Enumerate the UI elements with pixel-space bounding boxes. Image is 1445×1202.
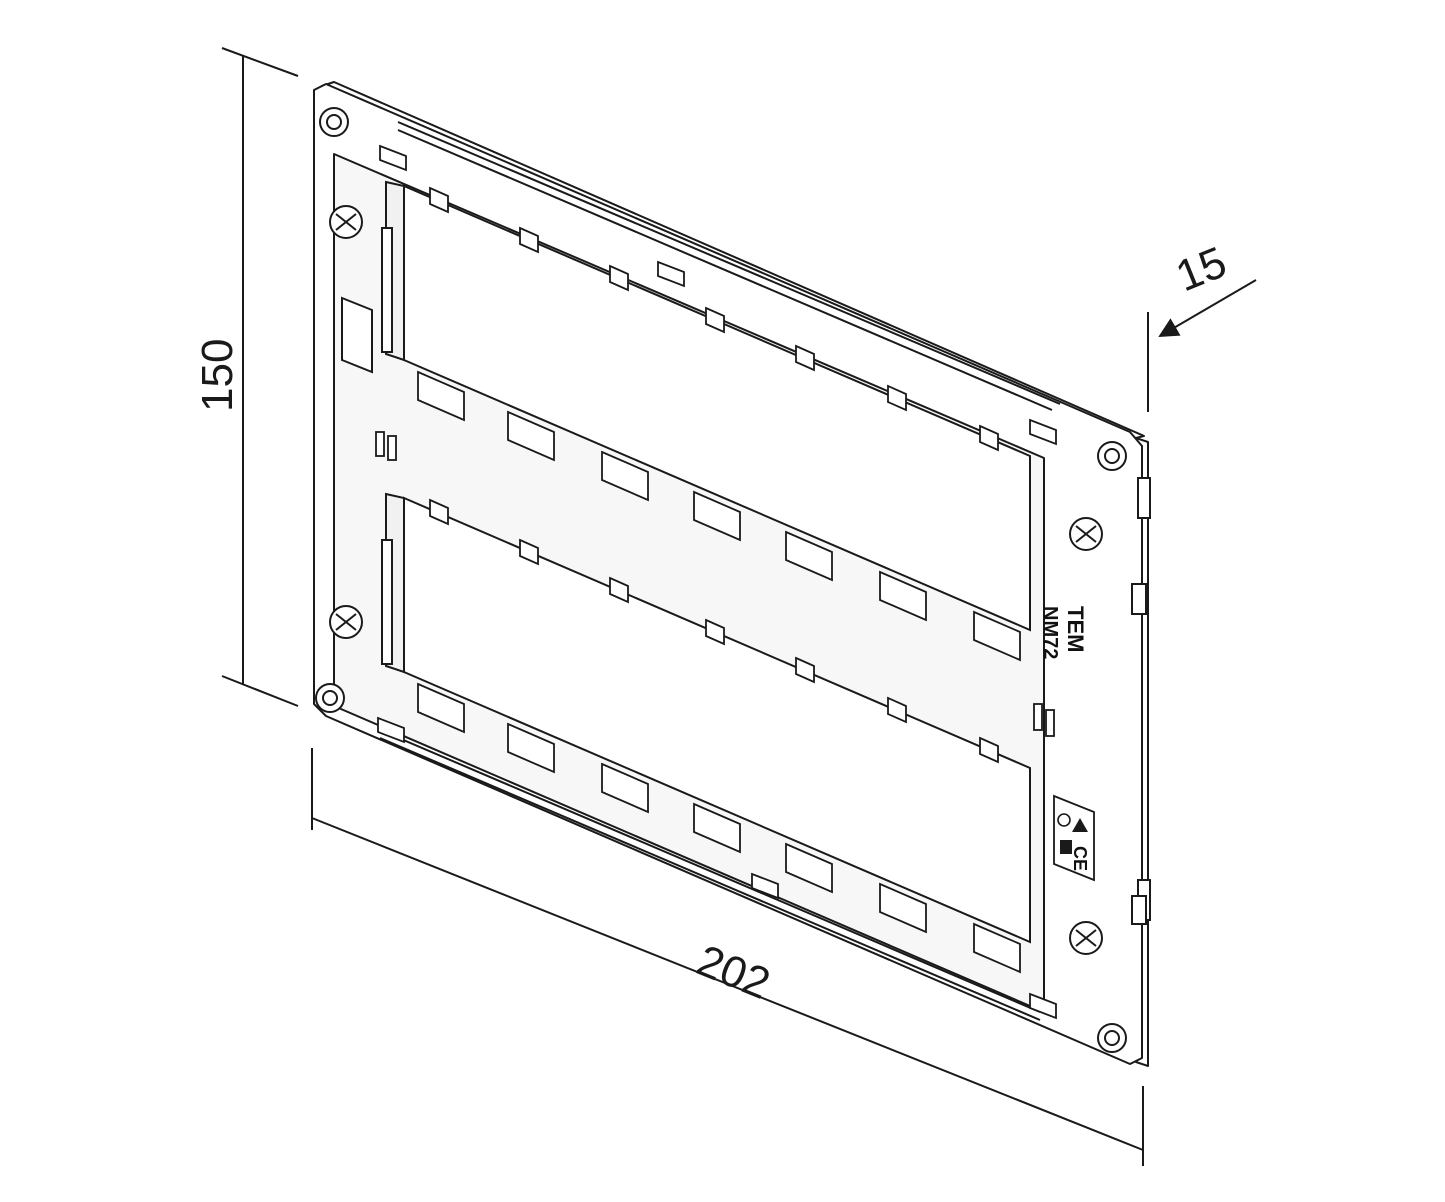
dimension-depth <box>1147 279 1257 412</box>
recycle-icon <box>1057 813 1071 827</box>
snap-tabs-upper-top <box>429 186 999 452</box>
ce-mark: CE <box>1070 846 1090 871</box>
snap-tabs-upper-bottom <box>417 370 1021 662</box>
screw-icon <box>1069 517 1103 551</box>
screw-icon <box>329 605 363 639</box>
module-openings <box>341 180 1031 944</box>
brand-text: TEM <box>1063 606 1088 652</box>
corner-holes <box>315 107 1127 1053</box>
mounting-screws <box>329 205 1103 955</box>
dimension-height-label: 150 <box>193 339 242 412</box>
dimension-width <box>311 748 1144 1166</box>
screw-icon <box>329 205 363 239</box>
rating-block-icon <box>1060 840 1072 854</box>
screw-icon <box>1069 921 1103 955</box>
snap-tabs-lower-bottom <box>417 682 1021 974</box>
side-markers <box>375 431 1055 737</box>
brand-marking: TEM NM72 <box>1039 606 1088 659</box>
warning-triangle-icon <box>1072 818 1088 832</box>
dimension-depth-label: 15 <box>1169 238 1233 302</box>
side-clips <box>1131 477 1151 925</box>
dimension-height <box>221 47 299 707</box>
snap-tabs-lower-top <box>429 498 999 764</box>
model-text: NM72 <box>1039 606 1061 659</box>
frame-slots <box>377 144 1057 1020</box>
certification-panel: CE <box>1053 794 1095 882</box>
